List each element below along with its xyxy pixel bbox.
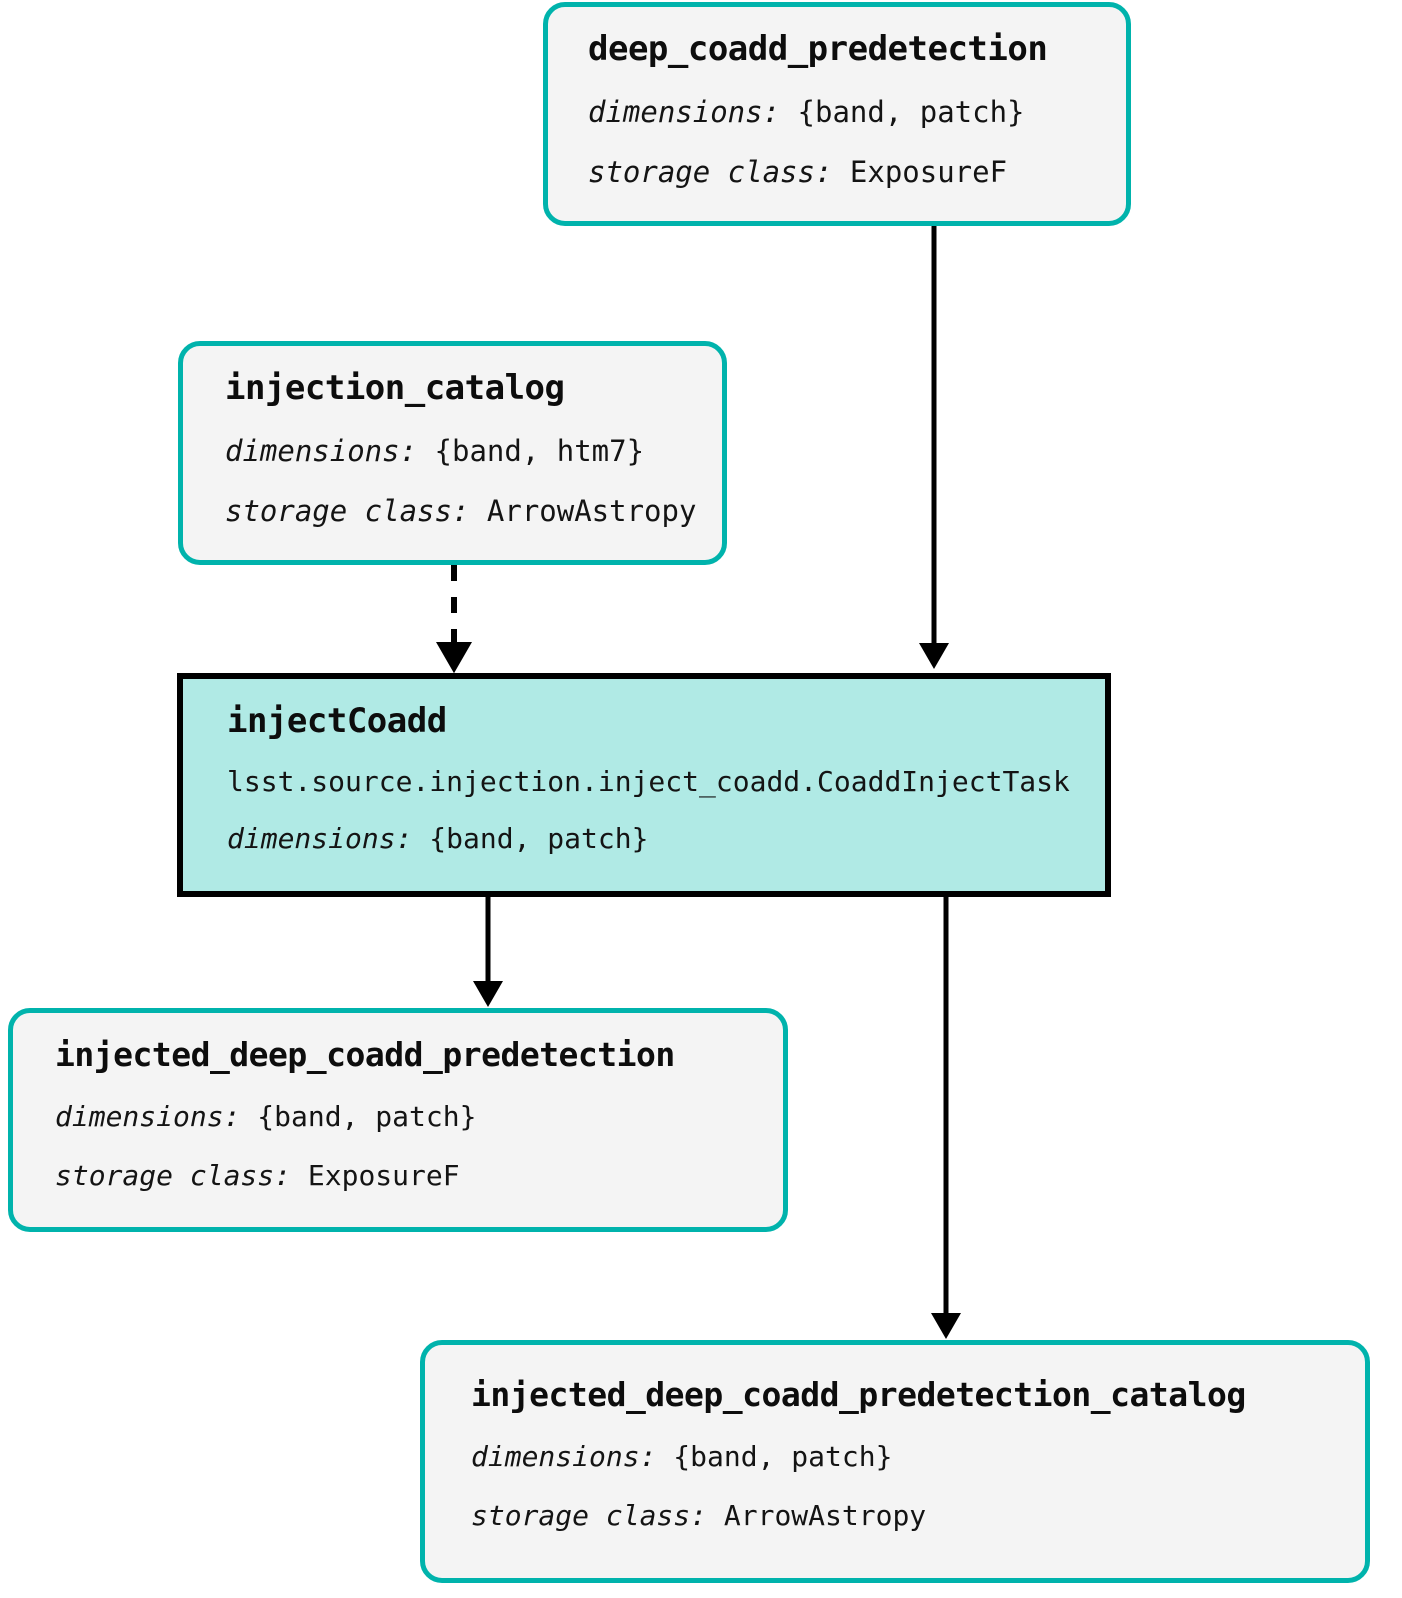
dimensions-value: {band, patch} <box>429 822 649 855</box>
node-title: injection_catalog <box>225 368 565 408</box>
dimensions-label: dimensions: <box>471 1440 657 1473</box>
task-node-injectcoadd[interactable]: injectCoadd lsst.source.injection.inject… <box>177 673 1111 897</box>
dataset-node-injected-deep-coadd-predetection[interactable]: injected_deep_coadd_predetection dimensi… <box>8 1008 788 1232</box>
node-title: injected_deep_coadd_predetection <box>55 1035 675 1074</box>
dimensions-label: dimensions: <box>588 95 781 129</box>
dimensions-label: dimensions: <box>227 822 413 855</box>
storage-class-label: storage class: <box>588 155 833 189</box>
node-dimensions-line: dimensions: {band, patch} <box>55 1100 783 1133</box>
storage-class-label: storage class: <box>225 494 470 528</box>
storage-class-label: storage class: <box>55 1159 292 1192</box>
node-title: injectCoadd <box>227 701 447 741</box>
node-dimensions-line: dimensions: {band, htm7} <box>225 434 722 468</box>
dataset-node-injected-deep-coadd-predetection-catalog[interactable]: injected_deep_coadd_predetection_catalog… <box>420 1340 1370 1583</box>
storage-class-value: ExposureF <box>307 1159 460 1192</box>
dataset-node-injection-catalog[interactable]: injection_catalog dimensions: {band, htm… <box>178 341 727 565</box>
dimensions-value: {band, patch} <box>797 95 1025 129</box>
node-task-class-line: lsst.source.injection.inject_coadd.Coadd… <box>227 765 1070 798</box>
node-title: deep_coadd_predetection <box>588 29 1048 69</box>
storage-class-label: storage class: <box>471 1499 708 1532</box>
node-dimensions-line: dimensions: {band, patch} <box>227 822 1105 855</box>
dimensions-label: dimensions: <box>55 1100 241 1133</box>
node-dimensions-line: dimensions: {band, patch} <box>471 1440 1365 1473</box>
node-dimensions-line: dimensions: {band, patch} <box>588 95 1126 129</box>
storage-class-value: ArrowAstropy <box>723 1499 927 1532</box>
dimensions-label: dimensions: <box>225 434 418 468</box>
node-storage-class-line: storage class: ArrowAstropy <box>471 1499 1365 1532</box>
dimensions-value: {band, patch} <box>257 1100 477 1133</box>
node-storage-class-line: storage class: ExposureF <box>588 155 1126 189</box>
node-storage-class-line: storage class: ExposureF <box>55 1159 783 1192</box>
storage-class-value: ArrowAstropy <box>486 494 697 528</box>
storage-class-value: ExposureF <box>849 155 1008 189</box>
node-storage-class-line: storage class: ArrowAstropy <box>225 494 722 528</box>
dimensions-value: {band, patch} <box>673 1440 893 1473</box>
dimensions-value: {band, htm7} <box>434 434 645 468</box>
dataset-node-deep-coadd-predetection[interactable]: deep_coadd_predetection dimensions: {ban… <box>543 2 1131 226</box>
node-title: injected_deep_coadd_predetection_catalog <box>471 1375 1246 1414</box>
